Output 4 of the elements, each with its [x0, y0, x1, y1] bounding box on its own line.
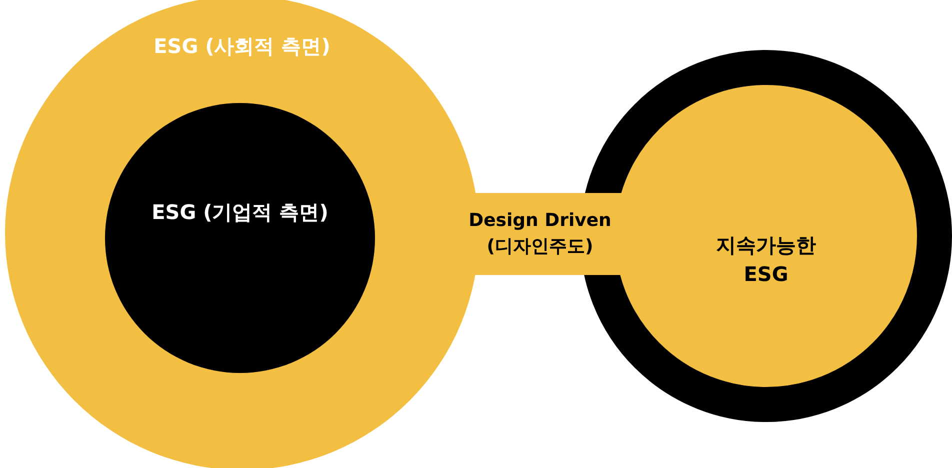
node-label: Design Driven (디자인주도): [468, 208, 612, 259]
node-label: 지속가능한 ESG: [715, 232, 817, 288]
node-label: ESG (사회적 측면): [152, 33, 332, 60]
node-label: ESG (기업적 측면): [150, 199, 330, 226]
